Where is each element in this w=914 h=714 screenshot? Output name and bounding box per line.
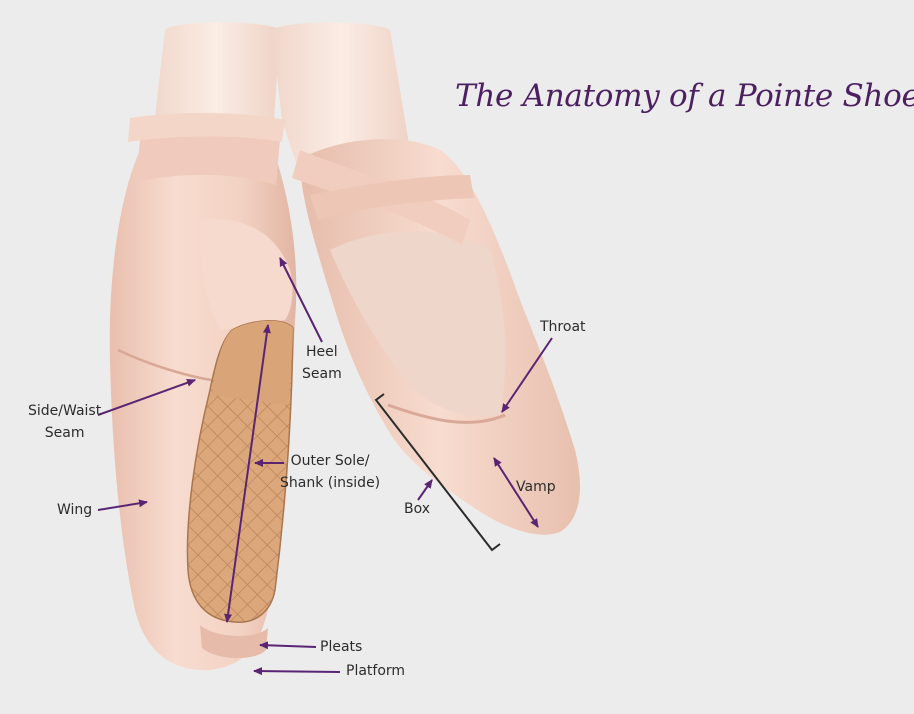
throat-arrow [501,337,553,413]
label-throat: Throat [540,319,586,335]
left-shoe-heel-cup [199,219,293,330]
label-box: Box [404,501,431,517]
box-bracket [374,393,501,552]
label-pleats: Pleats [320,639,363,655]
label-side-waist-seam-line1: Side/Waist [28,403,102,419]
label-heel-seam: Heel Seam [302,341,342,385]
label-side-waist-seam: Side/Waist Seam [28,400,101,444]
pleats-arrow [259,641,317,650]
label-wing: Wing [57,502,93,518]
wing-arrow [97,499,148,511]
right-shoe-ribbon-2 [310,175,474,220]
right-shoe-vamp-edge [387,403,506,424]
shank-length-arrow [224,324,271,623]
vamp-arrow [493,457,539,528]
label-vamp: Vamp [516,479,556,495]
platform-arrow [253,667,341,676]
side-waist-seam-arrow [97,378,196,416]
label-platform: Platform [346,663,406,679]
label-heel-seam-line1: Heel [306,344,338,360]
diagram-title: The Anatomy of a Pointe Shoe [455,78,914,114]
label-outer-sole: Outer Sole/ Shank (inside) [280,450,380,494]
left-shoe-ribbon-wrap [128,112,285,142]
heel-seam-arrow [279,257,323,343]
label-outer-sole-line1: Outer Sole/ [290,453,370,469]
label-side-waist-seam-line2: Seam [44,425,85,441]
right-shoe-tights-opening [330,231,506,417]
platform-pleats [200,625,268,659]
label-outer-sole-line2: Shank (inside) [280,475,381,491]
box-arrow [417,479,433,501]
label-heel-seam-line2: Seam [302,366,342,382]
left-shoe-ribbon [136,132,280,185]
